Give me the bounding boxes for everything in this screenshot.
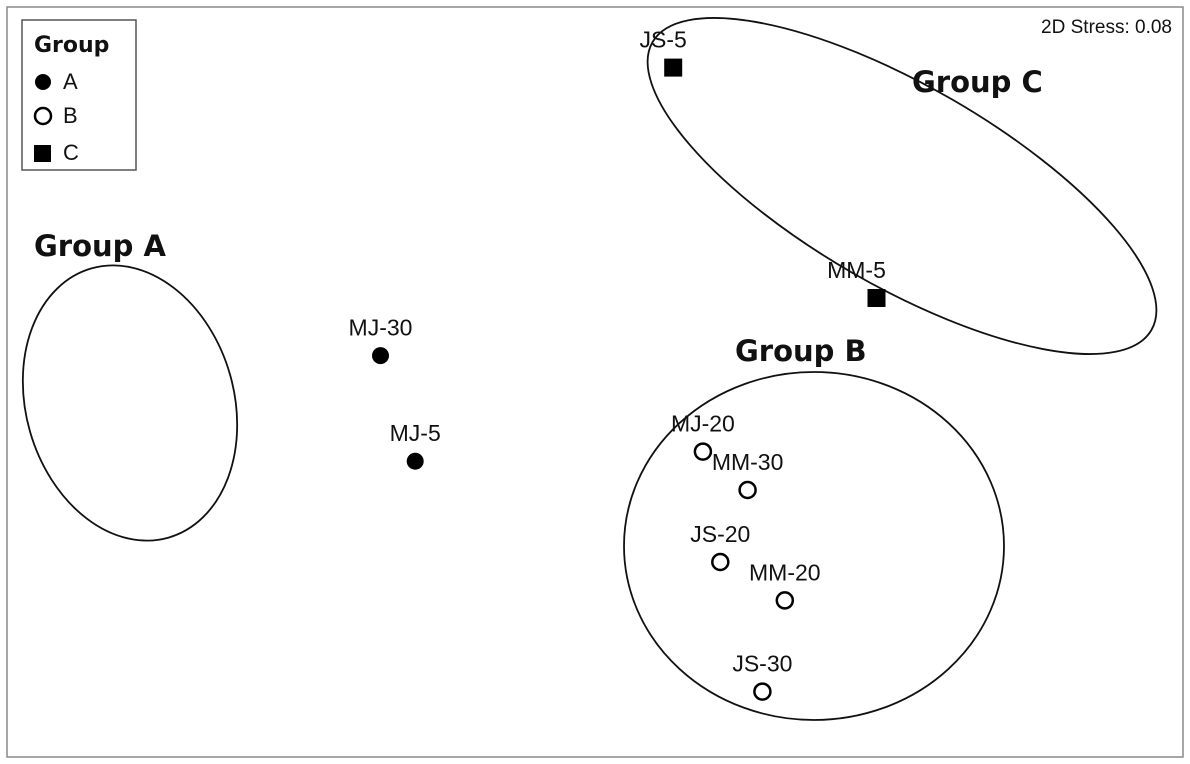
- stress-value: 2D Stress: 0.08: [1041, 17, 1172, 38]
- point-js-20: [711, 552, 730, 572]
- legend-marker-b: [33, 106, 53, 126]
- legend-label-a: A: [63, 69, 78, 94]
- point-label-mj-30: MJ-30: [349, 315, 413, 341]
- point-mm-30: [738, 480, 757, 500]
- legend-title: Group: [34, 33, 109, 58]
- point-label-mm-5: MM-5: [827, 257, 886, 283]
- point-label-mm-20: MM-20: [749, 559, 821, 585]
- point-mj-30: [372, 347, 389, 365]
- legend-label-b: B: [63, 103, 78, 128]
- point-label-js-20: JS-20: [690, 521, 750, 547]
- point-js-5: [664, 58, 683, 77]
- group-ellipses: [21, 17, 1158, 721]
- point-label-js-5: JS-5: [640, 27, 687, 53]
- group-b-title: Group B: [735, 334, 867, 368]
- group-c-title: Group C: [912, 65, 1043, 99]
- legend-marker-a: [35, 74, 51, 90]
- group-a-ellipse: [21, 264, 239, 542]
- legend-label-c: C: [63, 140, 79, 165]
- legend-marker-c: [34, 145, 51, 162]
- point-label-mm-30: MM-30: [712, 449, 784, 475]
- group-c-ellipse: [646, 17, 1158, 355]
- group-b-ellipse: [623, 371, 1005, 721]
- legend: Group A B C: [21, 19, 137, 171]
- point-mm-20: [775, 591, 795, 610]
- point-label-mj-5: MJ-5: [390, 420, 441, 446]
- point-mm-5: [867, 289, 886, 307]
- plot-frame: [6, 6, 1184, 758]
- point-js-30: [753, 682, 772, 701]
- point-mj-5: [406, 452, 424, 470]
- point-mj-20: [693, 442, 713, 461]
- point-label-js-30: JS-30: [732, 651, 792, 677]
- point-label-mj-20: MJ-20: [671, 411, 735, 437]
- group-a-title: Group A: [34, 229, 167, 263]
